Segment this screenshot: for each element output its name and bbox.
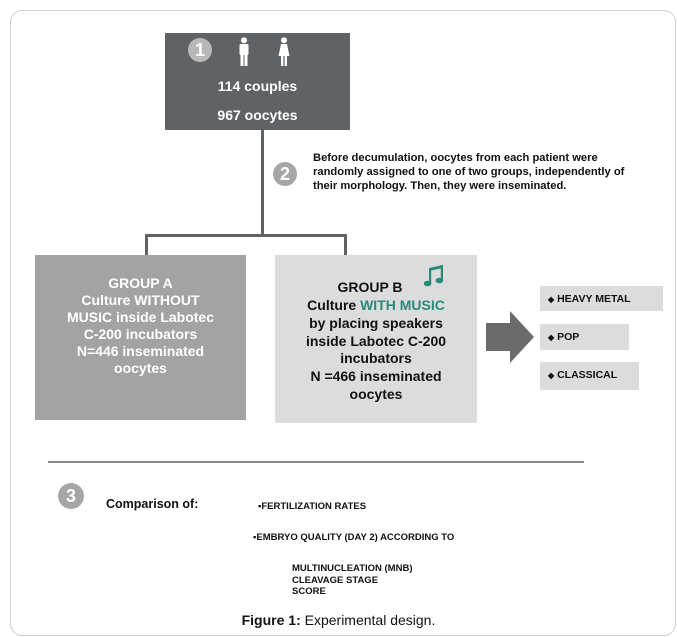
figure-caption: Figure 1: Experimental design. xyxy=(0,612,677,628)
section-divider xyxy=(48,461,584,463)
step-2-number: 2 xyxy=(279,164,290,184)
group-a-line: MUSIC inside Labotec xyxy=(66,309,215,325)
group-a-line: N=446 inseminated xyxy=(76,343,205,359)
comparison-item-embryo-quality: ▪EMBRYO QUALITY (DAY 2) ACCORDING TO xyxy=(253,532,454,543)
square-bullet-icon: ▪ xyxy=(253,532,257,543)
connector-horizontal xyxy=(145,234,347,237)
embryo-quality-text: EMBRYO QUALITY (DAY 2) ACCORDING TO xyxy=(256,532,455,543)
with-music-highlight: WITH MUSIC xyxy=(360,297,445,313)
subitem-cleavage-stage: CLEAVAGE STAGE xyxy=(292,574,379,586)
comparison-label: Comparison of: xyxy=(106,497,199,511)
step-1-number: 1 xyxy=(194,40,205,60)
diamond-bullet-icon: ◆ xyxy=(548,371,555,380)
group-b-title: GROUP B xyxy=(337,279,403,295)
block-arrow-icon xyxy=(486,311,534,363)
group-a-line: oocytes xyxy=(114,360,167,376)
figure-frame xyxy=(10,10,676,636)
randomization-text: Before decumulation, oocytes from each p… xyxy=(313,152,625,192)
genre-label: HEAVY METAL xyxy=(557,293,631,305)
connector-to-group-b xyxy=(344,234,347,255)
square-bullet-icon: ▪ xyxy=(258,501,262,512)
subitem-multinucleation: MULTINUCLEATION (MNB) xyxy=(292,563,413,574)
step-2-badge: 2 xyxy=(273,162,297,186)
diamond-bullet-icon: ◆ xyxy=(548,333,555,342)
connector-vertical xyxy=(261,130,264,236)
embryo-quality-subitems: MULTINUCLEATION (MNB) CLEAVAGE STAGE SCO… xyxy=(292,563,413,598)
group-b-line: by placing speakers xyxy=(309,315,443,331)
genre-heavy-metal: ◆ HEAVY METAL xyxy=(540,286,663,311)
group-b-line: inside Labotec C-200 xyxy=(305,333,447,349)
couples-count: 114 couples xyxy=(217,78,298,94)
group-b-line: incubators xyxy=(340,350,412,366)
connector-to-group-a xyxy=(145,234,148,255)
group-b-line: N =466 inseminated xyxy=(310,368,442,384)
subitem-score: SCORE xyxy=(292,586,326,597)
caption-label: Figure 1: xyxy=(241,612,301,628)
group-b-box: GROUP B Culture WITH MUSIC by placing sp… xyxy=(275,255,477,423)
step-3-badge: 3 xyxy=(58,483,84,509)
step-3-number: 3 xyxy=(65,486,76,506)
group-a-line: GROUP A xyxy=(108,275,173,291)
genre-label: POP xyxy=(557,331,580,343)
genre-classical: ◆ CLASSICAL xyxy=(540,362,639,390)
genre-pop: ◆ POP xyxy=(540,324,629,350)
group-a-line: C-200 incubators xyxy=(83,326,198,342)
genre-label: CLASSICAL xyxy=(557,369,618,381)
fertilization-rates-text: FERTILIZATION RATES xyxy=(261,501,367,512)
woman-icon xyxy=(278,37,290,66)
group-a-box: GROUP A Culture WITHOUT MUSIC inside Lab… xyxy=(35,255,246,420)
oocytes-count: 967 oocytes xyxy=(217,107,298,123)
group-b-culture-line: Culture WITH MUSIC xyxy=(275,297,477,313)
culture-prefix: Culture xyxy=(307,297,361,313)
step-1-badge: 1 xyxy=(188,38,212,62)
participants-box: 1 114 couples 967 oocytes xyxy=(165,33,350,130)
caption-text: Experimental design. xyxy=(300,612,436,628)
man-icon xyxy=(239,37,249,66)
diamond-bullet-icon: ◆ xyxy=(548,295,555,304)
group-b-line: oocytes xyxy=(349,386,403,402)
comparison-item-fertilization: ▪FERTILIZATION RATES xyxy=(258,501,366,512)
group-a-line: Culture WITHOUT xyxy=(81,292,200,308)
music-note-icon xyxy=(423,265,444,287)
